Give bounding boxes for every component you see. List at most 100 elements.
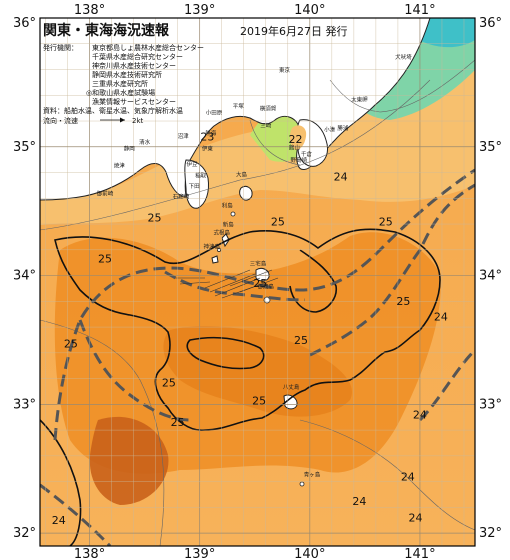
isotherm-lines	[40, 59, 475, 546]
flow-arrow	[239, 277, 279, 293]
place-name: 横須賀	[260, 105, 277, 113]
flow-legend-arrowhead	[120, 117, 125, 123]
izu-peninsula	[184, 159, 209, 209]
place-name: 御蔵島	[258, 282, 275, 290]
latitude-label-left: 33°	[13, 397, 36, 412]
isotherm-label: 25	[379, 215, 393, 228]
place-name: 犬吠埼	[395, 53, 412, 61]
isotherm-label: 25	[98, 253, 112, 266]
isotherm-label: 25	[396, 295, 410, 308]
place-name: 静岡	[124, 145, 136, 153]
place-name: 焼津	[114, 161, 126, 169]
isotherm-fine-4	[329, 59, 475, 113]
longitude-label-bottom: 140°	[294, 547, 325, 560]
place-name: 利島	[222, 201, 234, 209]
place-name: 千倉	[301, 150, 313, 158]
isotherm-fine-2	[40, 319, 165, 546]
longitude-label-bottom: 139°	[184, 547, 215, 560]
place-name: 伊豆	[186, 160, 198, 168]
place-name: 八丈島	[283, 383, 300, 391]
latitude-label-right: 36°	[479, 16, 502, 31]
kuroshio-axis-loop	[53, 168, 475, 441]
place-name-labels: 静岡清水御前崎焼津沼津伊東伊豆下田石廊崎稲取熱海小田原平塚横須賀東京館山千倉勝浦…	[97, 53, 412, 478]
place-name: 沼津	[178, 132, 190, 140]
place-name: 勝浦	[337, 124, 349, 132]
place-name: 平塚	[233, 102, 245, 110]
latitude-label-right: 33°	[479, 397, 502, 412]
isotherm-label: 25	[64, 338, 78, 351]
kuroshio-axis-southwest	[40, 483, 112, 546]
longitude-label-bottom: 138°	[74, 547, 105, 560]
place-name: 清水	[139, 138, 151, 146]
place-name: 大島	[236, 170, 248, 178]
graticule	[40, 18, 475, 546]
isotherm-label: 25	[253, 277, 267, 290]
map-title: 関東・東海海況速報	[43, 22, 170, 39]
flow-legend-unit: 2kt	[132, 117, 144, 125]
issuer-block: 発行機関： 東京都島しょ農林水産総合センター 千葉県水産総合研究センター 神奈川…	[43, 43, 204, 125]
issuer-line: 静岡県水産技術研究所	[92, 70, 162, 79]
flow-vectors	[175, 269, 279, 299]
place-name: 式根島	[213, 228, 230, 236]
isotherm-25-main	[54, 228, 441, 431]
latitude-label-left: 34°	[13, 269, 36, 284]
isotherm-label: 25	[294, 334, 308, 347]
isotherm-label: 24	[52, 514, 66, 527]
isotherm-label: 24	[434, 311, 448, 324]
aogashima-island	[299, 481, 305, 487]
place-name: 野島崎	[291, 156, 308, 164]
oshima-island	[239, 185, 253, 201]
isotherm-label: 25	[162, 376, 176, 389]
place-name: 新島	[223, 221, 235, 229]
longitude-labels: 138°138°139°139°140°140°141°141°	[74, 3, 436, 560]
issuer-line: 三重県水産研究所	[92, 79, 148, 88]
isotherm-label: 25	[148, 211, 162, 224]
isotherm-label: 22	[288, 133, 302, 146]
place-name: 御前崎	[97, 190, 114, 198]
place-name: 小湊	[324, 125, 336, 133]
longitude-label-top: 138°	[74, 3, 105, 18]
issuers-label: 発行機関：	[43, 43, 78, 52]
issuer-line: 東京都島しょ農林水産総合センター	[92, 43, 204, 52]
hachijojima-island	[283, 394, 298, 410]
flow-arrow	[179, 281, 211, 285]
kozushima-island	[211, 255, 219, 264]
longitude-label-top: 141°	[404, 3, 435, 18]
place-name: 太東岬	[351, 96, 368, 104]
isotherm-label: 24	[413, 409, 427, 422]
issuer-line: 千葉県水産総合研究センター	[92, 52, 183, 61]
latitude-labels: 36°36°35°35°34°34°33°33°32°32°	[13, 16, 502, 541]
place-name: 館山	[289, 143, 300, 151]
place-name: 神津島	[204, 243, 221, 251]
isotherm-fine-3	[299, 419, 475, 531]
warm-water-core	[163, 325, 352, 417]
flow-arrow	[229, 269, 273, 287]
latitude-label-left: 32°	[13, 526, 36, 541]
kuroshio-axis-meander	[78, 319, 191, 422]
isotherm-label: 25	[271, 215, 285, 228]
longitude-label-top: 140°	[294, 3, 325, 18]
isotherm-label: 24	[401, 470, 415, 483]
issue-date: 2019年6月27日 発行	[240, 24, 348, 38]
isotherm-label: 25	[252, 394, 266, 407]
latitude-label-left: 35°	[13, 140, 36, 155]
latitude-label-right: 34°	[479, 269, 502, 284]
place-name: 小田原	[206, 109, 223, 117]
tokyo-bay	[289, 125, 307, 150]
place-name: 伊東	[202, 145, 214, 153]
latitude-label-right: 32°	[479, 526, 502, 541]
isotherm-label: 24	[352, 495, 366, 508]
cool-coastal-band	[40, 18, 475, 225]
honshu-coast	[40, 18, 431, 201]
place-name: 熱海	[205, 129, 217, 137]
place-name: 青ヶ島	[304, 470, 321, 478]
isotherm-fine-1	[40, 79, 431, 231]
longitude-label-top: 139°	[184, 3, 215, 18]
flow-legend-label: 流向・流速	[43, 116, 78, 125]
kuroshio-axis-east	[418, 348, 475, 422]
kuroshio-axis	[40, 168, 475, 546]
place-name: 三宅島	[250, 259, 267, 267]
place-name: 石廊崎	[173, 192, 190, 200]
